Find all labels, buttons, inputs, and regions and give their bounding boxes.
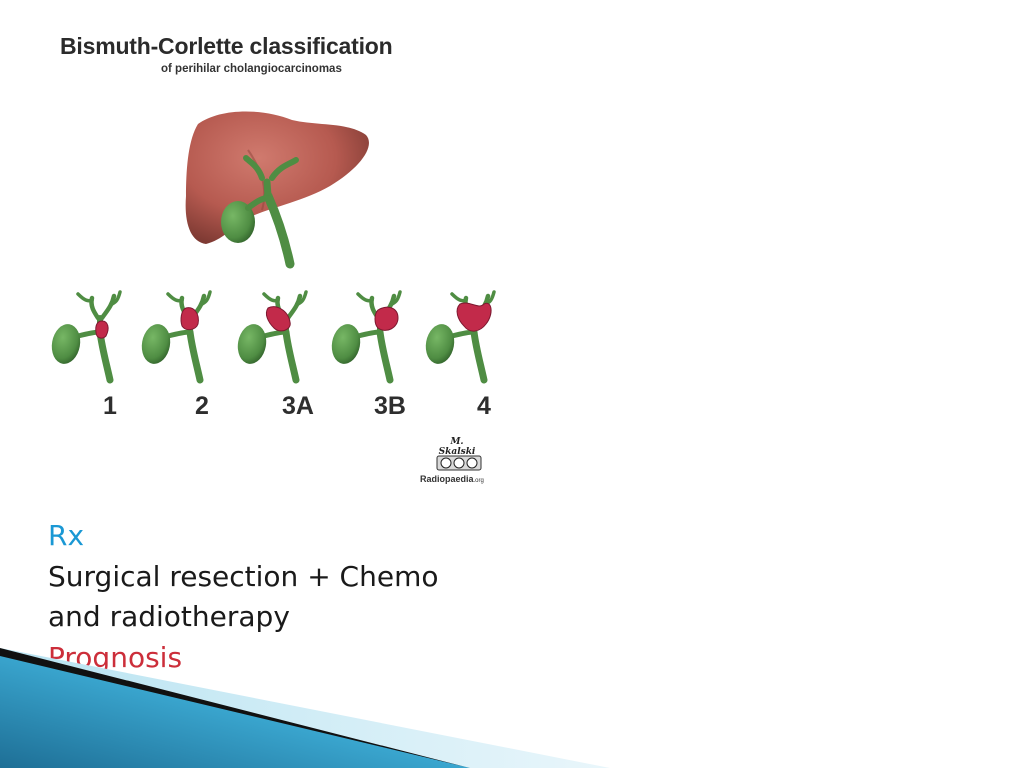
credit-source-name: Radiopaedia bbox=[420, 474, 474, 484]
gallbladder bbox=[51, 324, 81, 364]
stage-label-2: 2 bbox=[195, 392, 209, 420]
tumor bbox=[180, 307, 199, 331]
figure-subtitle: of perihilar cholangiocarcinomas bbox=[161, 63, 342, 75]
credit-source: Radiopaedia.org bbox=[420, 474, 484, 484]
bile-duct bbox=[165, 329, 193, 339]
bismuth-corlette-figure bbox=[51, 111, 496, 471]
bile-duct bbox=[110, 290, 122, 306]
stage-diagram-3a bbox=[237, 290, 308, 384]
tumor bbox=[265, 306, 291, 332]
rx-line-2: and radiotherapy bbox=[48, 600, 290, 633]
bile-duct bbox=[470, 328, 488, 384]
stage-label-4: 4 bbox=[477, 392, 491, 420]
stage-diagram-2 bbox=[141, 290, 212, 384]
bile-duct bbox=[376, 328, 394, 384]
hepatic-ducts bbox=[243, 155, 299, 269]
stage-diagram-1 bbox=[51, 290, 122, 384]
bile-duct bbox=[449, 329, 477, 339]
bile-duct bbox=[262, 292, 280, 303]
gallbladder bbox=[237, 324, 267, 364]
stage-diagrams bbox=[51, 290, 496, 384]
cc-license-icon bbox=[436, 455, 482, 471]
liver-illustration bbox=[185, 111, 369, 269]
corner-decoration bbox=[0, 648, 610, 768]
tumor bbox=[374, 306, 399, 331]
bile-duct bbox=[76, 292, 94, 303]
credit-source-suffix: .org bbox=[473, 478, 484, 484]
tumor bbox=[95, 320, 109, 339]
bile-duct bbox=[355, 329, 383, 339]
stage-label-3a: 3A bbox=[282, 392, 314, 420]
bile-duct bbox=[296, 290, 308, 306]
figure-title: Bismuth-Corlette classification bbox=[60, 33, 393, 59]
rx-line-1: Surgical resection + Chemo bbox=[48, 559, 439, 593]
bile-duct bbox=[96, 328, 114, 384]
stage-label-1: 1 bbox=[103, 392, 117, 420]
bile-duct bbox=[186, 328, 204, 384]
liver-gallbladder bbox=[221, 201, 255, 243]
gallbladder bbox=[425, 324, 455, 364]
bile-duct bbox=[356, 292, 374, 303]
rx-heading: Rx bbox=[48, 519, 85, 552]
stage-diagram-4 bbox=[425, 290, 496, 384]
bile-duct bbox=[166, 292, 184, 303]
bile-duct bbox=[390, 290, 402, 306]
credit-author: M. Skalski bbox=[438, 437, 476, 457]
stage-label-3b: 3B bbox=[374, 392, 406, 420]
bile-duct bbox=[285, 293, 303, 321]
tumor bbox=[456, 302, 492, 332]
stage-diagram-3b bbox=[331, 290, 402, 384]
bile-duct bbox=[450, 292, 468, 303]
gallbladder bbox=[331, 324, 361, 364]
bile-duct bbox=[261, 329, 289, 339]
bile-duct bbox=[99, 293, 117, 321]
bile-duct bbox=[282, 328, 300, 384]
gallbladder bbox=[141, 324, 171, 364]
bile-duct bbox=[200, 290, 212, 306]
